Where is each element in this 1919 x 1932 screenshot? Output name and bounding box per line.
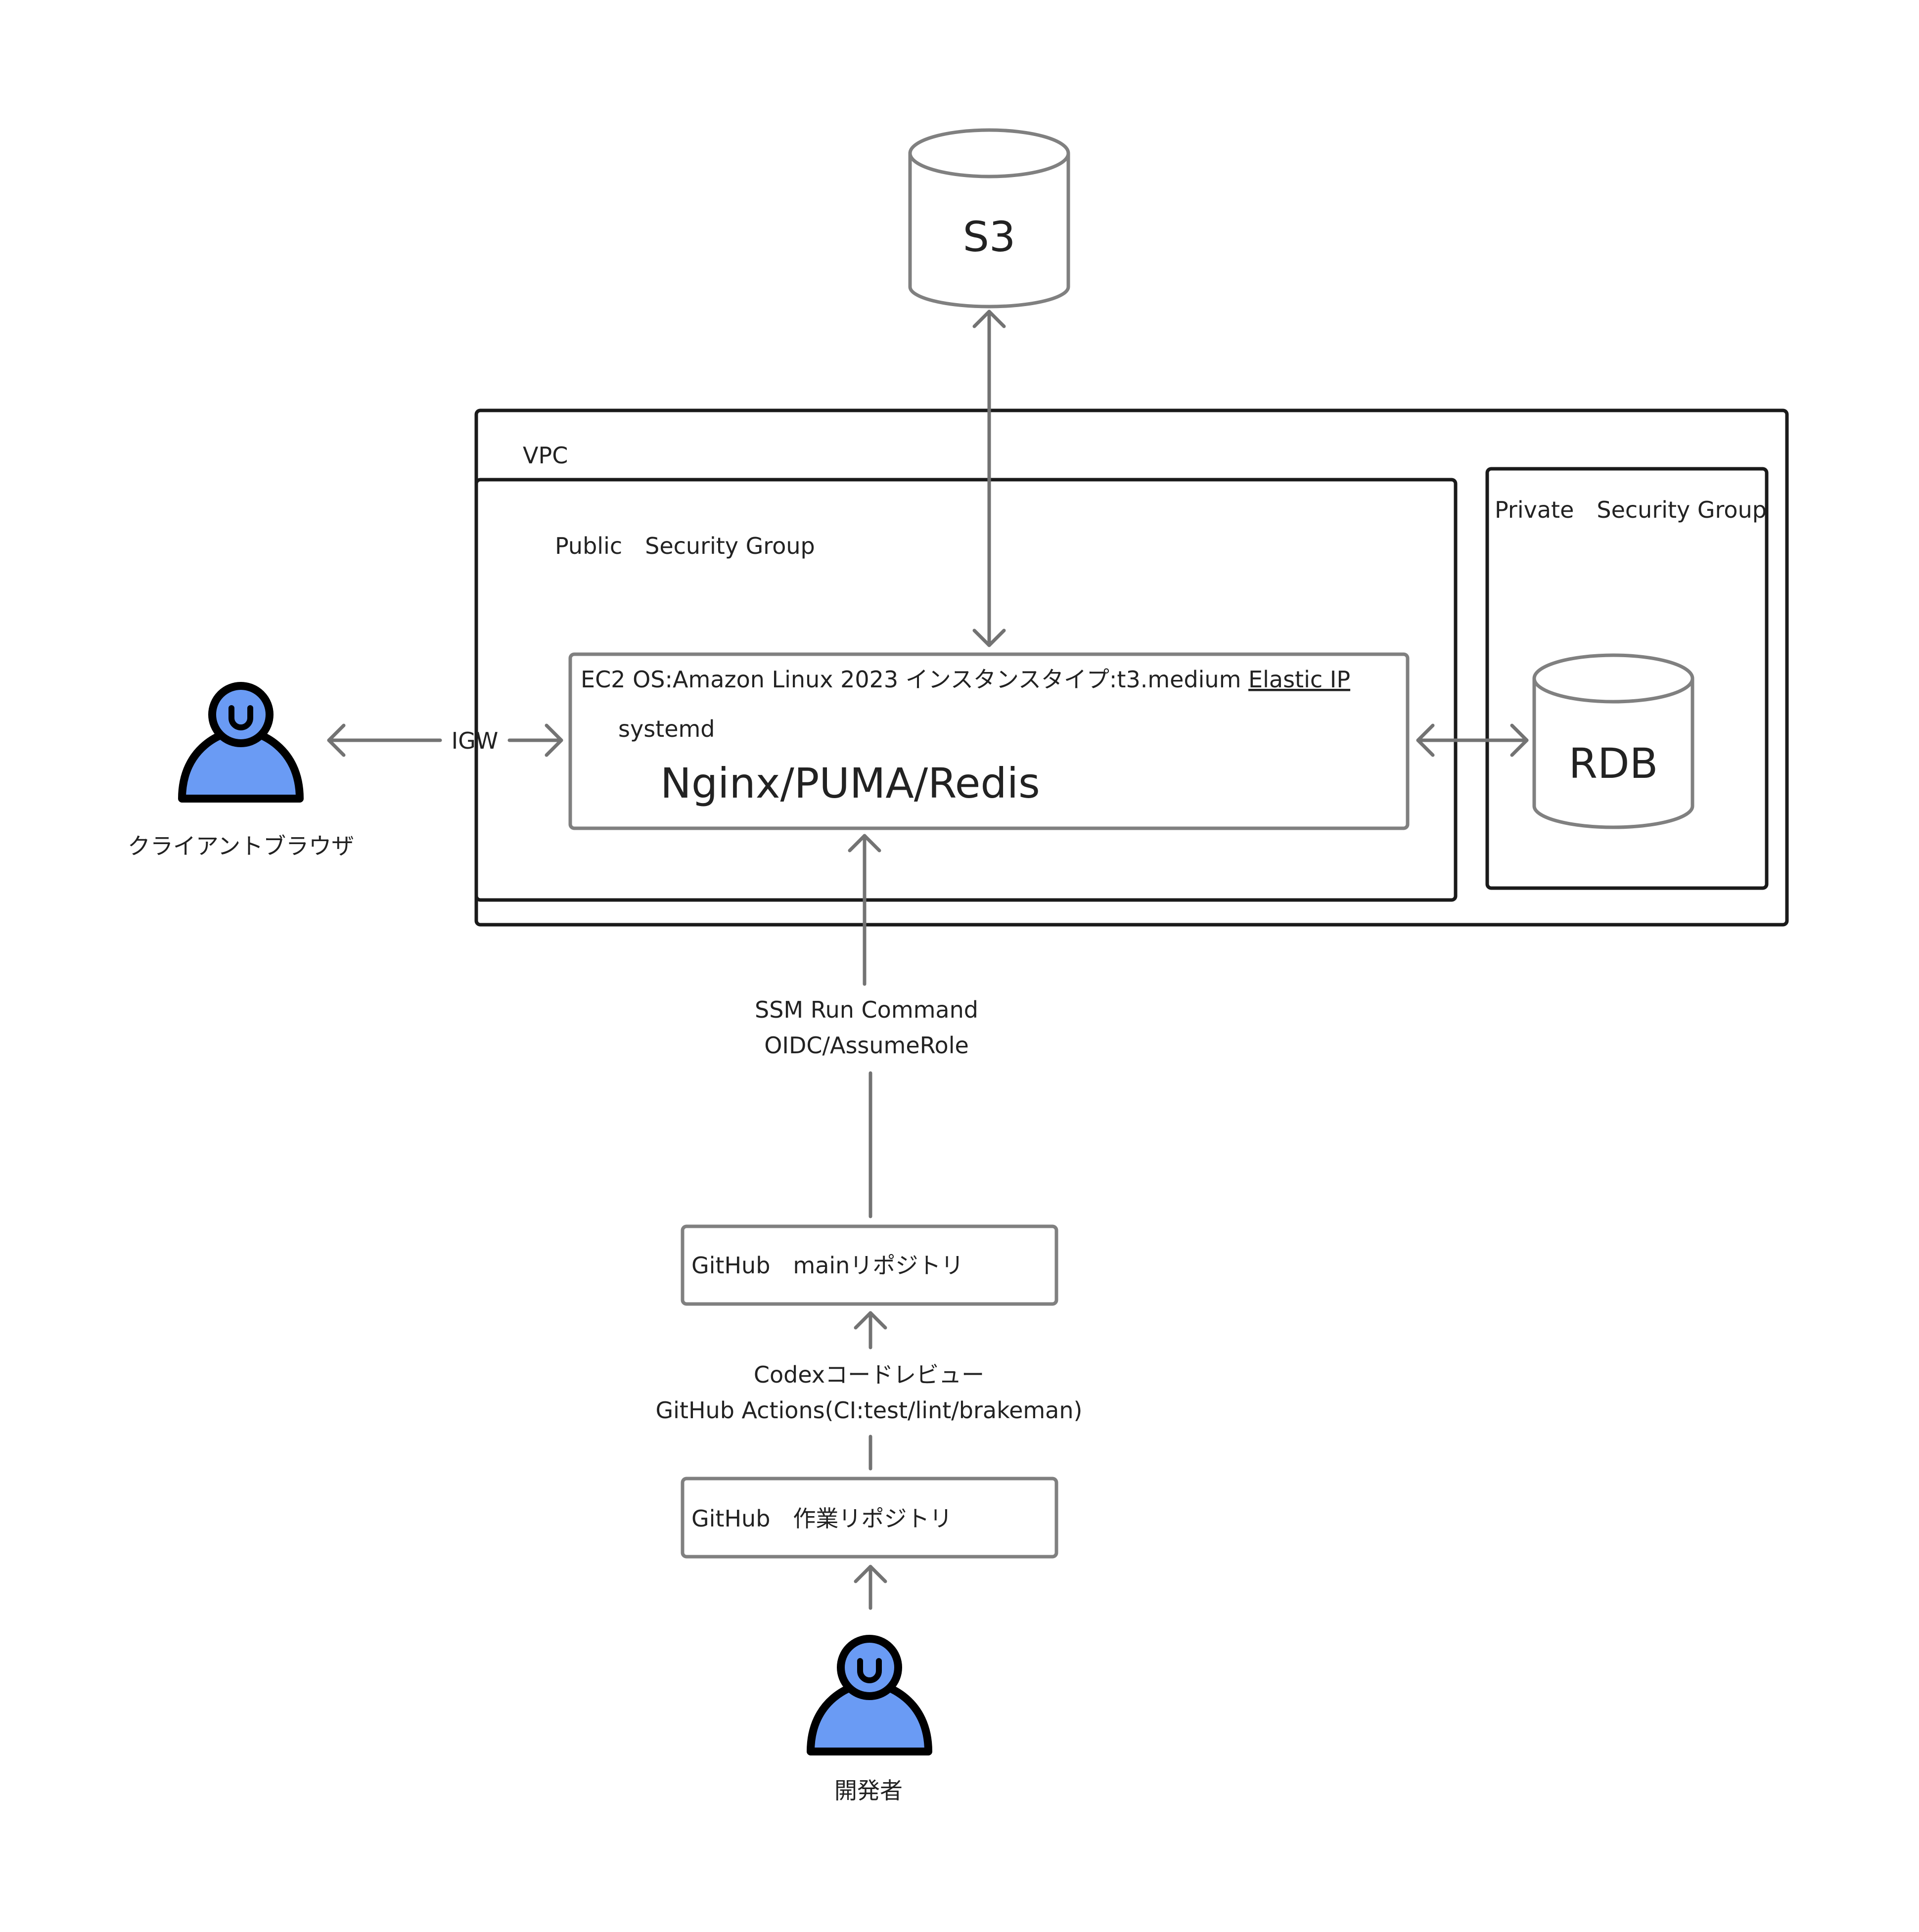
rdb-label: RDB bbox=[1569, 739, 1658, 788]
ssm-label-line1: SSM Run Command bbox=[755, 996, 978, 1023]
services-label: Nginx/PUMA/Redis bbox=[660, 759, 1040, 808]
s3-label: S3 bbox=[963, 213, 1016, 261]
client-label: クライアントブラウザ bbox=[128, 833, 354, 859]
github-work-repository-label: GitHub 作業リポジトリ bbox=[691, 1505, 952, 1532]
vpc-label: VPC bbox=[523, 442, 568, 469]
ssm-label-line2: OIDC/AssumeRole bbox=[764, 1032, 969, 1059]
ssm-arrow bbox=[848, 834, 881, 1218]
github-main-repository-label: GitHub mainリポジトリ bbox=[691, 1252, 963, 1279]
elastic-ip-label: Elastic IP bbox=[1248, 666, 1350, 693]
ec2-header: EC2 OS:Amazon Linux 2023 インスタンスタイプ:t3.me… bbox=[581, 666, 1350, 693]
developer-arrow bbox=[854, 1565, 887, 1610]
github-main-repository-box bbox=[681, 1224, 1058, 1306]
ci-arrow bbox=[854, 1311, 887, 1471]
s3-bucket: S3 bbox=[908, 128, 1070, 309]
developer-label: 開発者 bbox=[834, 1777, 903, 1804]
ci-label-line1: Codexコードレビュー bbox=[754, 1361, 984, 1388]
s3-ec2-arrow bbox=[972, 310, 1006, 647]
private-security-group bbox=[1485, 467, 1769, 890]
ec2-rdb-arrow bbox=[1416, 723, 1529, 757]
igw-label: IGW bbox=[452, 727, 499, 754]
ec2-instance-box bbox=[568, 652, 1410, 830]
private-security-group-label: Private Security Group bbox=[1495, 496, 1767, 523]
client-person-icon bbox=[178, 682, 304, 803]
ci-label-line2: GitHub Actions(CI:test/lint/brakeman) bbox=[656, 1397, 1083, 1424]
systemd-label: systemd bbox=[618, 716, 715, 742]
rdb-database: RDB bbox=[1532, 653, 1694, 829]
developer-person-icon bbox=[807, 1635, 932, 1755]
public-security-group bbox=[474, 478, 1458, 902]
public-security-group-label: Public Security Group bbox=[555, 533, 815, 559]
github-work-repository-box bbox=[681, 1477, 1058, 1559]
client-igw-ec2-arrow: IGW bbox=[327, 723, 563, 757]
ec2-spec-text: EC2 OS:Amazon Linux 2023 インスタンスタイプ:t3.me… bbox=[581, 666, 1248, 693]
